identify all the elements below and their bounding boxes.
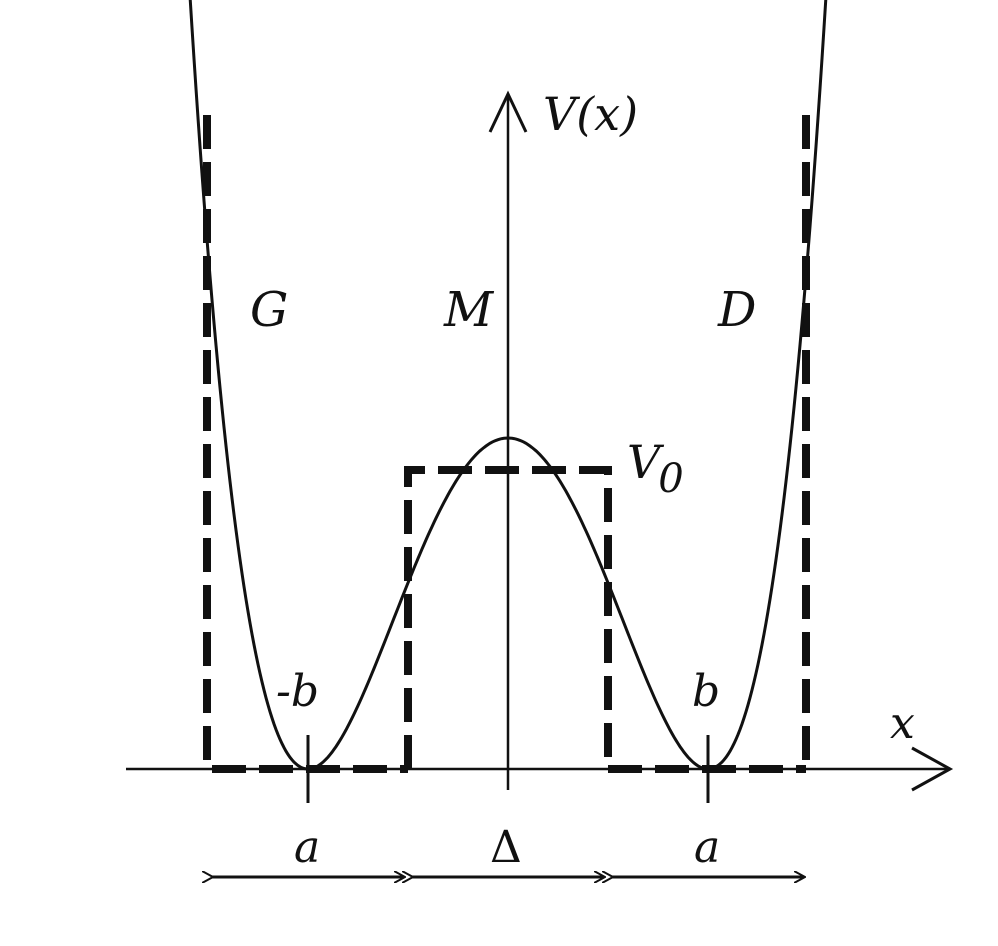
region-label-left: G <box>250 282 288 338</box>
y-axis-label: V(x) <box>543 87 638 141</box>
y-axis-label-symbol: V <box>543 87 581 141</box>
right-minimum-label: b <box>692 666 720 717</box>
central-barrier <box>404 466 612 769</box>
region-label-right: D <box>717 282 756 338</box>
y-axis-label-argument: (x) <box>576 87 638 141</box>
x-axis-arrowhead <box>911 746 954 792</box>
middle-width-label: Δ <box>490 822 522 873</box>
barrier-height-label: V0 <box>627 435 684 502</box>
left-minimum-label: -b <box>276 666 319 717</box>
potential-curve <box>188 0 828 771</box>
region-label-middle: M <box>443 282 495 338</box>
right-width-label: a <box>694 822 720 873</box>
y-axis-arrowhead <box>488 90 528 133</box>
left-width-label: a <box>294 822 320 873</box>
barrier-height-subscript: 0 <box>658 456 683 502</box>
barrier-height-symbol: V <box>627 435 665 489</box>
x-axis-label: x <box>890 698 915 749</box>
